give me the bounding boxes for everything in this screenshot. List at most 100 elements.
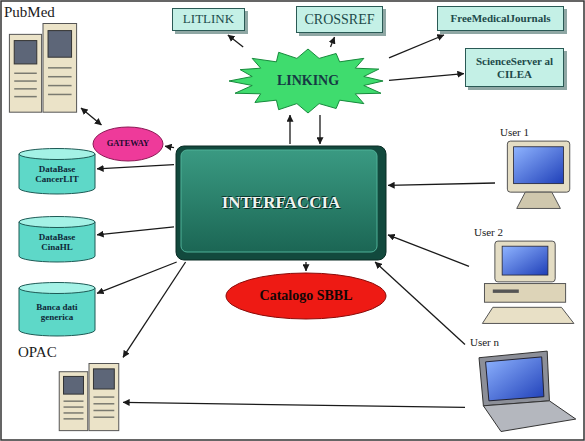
box-face	[173, 9, 245, 31]
connector-arrow	[123, 262, 186, 357]
node-label: ScienceServer al CILEA	[471, 55, 559, 79]
user-laptop-outline	[466, 336, 580, 436]
interface-face	[181, 150, 377, 252]
cylinder-top	[19, 283, 95, 294]
connector-arrow	[389, 74, 464, 81]
database-cylinder: DataBase CinaHL	[18, 216, 96, 262]
server-slot	[48, 94, 72, 96]
connector-arrow	[289, 115, 290, 144]
connector-arrow	[319, 115, 320, 144]
ellipse-face	[226, 273, 386, 319]
box-face	[466, 49, 564, 87]
server-node-outline	[4, 4, 80, 116]
node-label: DataBase CancerLIT	[22, 165, 92, 185]
star-burst	[229, 49, 383, 113]
server-slot	[14, 88, 37, 90]
server-slot	[14, 73, 37, 75]
ellipse-face	[93, 127, 163, 161]
cylinder-top	[19, 149, 95, 160]
server-slot	[93, 416, 114, 418]
box-face	[438, 7, 564, 31]
server-cabinet	[59, 372, 88, 431]
server-node: OPAC	[18, 344, 122, 434]
server-slot	[64, 412, 84, 414]
user-laptop: User n	[466, 336, 580, 436]
server-slot	[48, 67, 72, 69]
laptop-base	[483, 401, 575, 432]
linking-burst: LINKING	[228, 48, 388, 114]
server-panel	[93, 369, 114, 389]
server-slot	[64, 406, 84, 408]
link-box: LITLINK	[172, 8, 248, 34]
node-label: Banca dati generica	[22, 303, 92, 323]
laptop-lid	[479, 351, 549, 406]
connector-arrow	[97, 227, 174, 235]
link-box: FreeMedicalJournals	[437, 6, 567, 34]
node-label: User 2	[474, 226, 503, 238]
server-slot	[14, 80, 37, 82]
node-label: GATEWAY	[107, 139, 150, 148]
link-box: CROSSREF	[296, 6, 386, 36]
server-node: PubMed	[4, 4, 80, 116]
ellipse-node: Catalogo SBBL	[225, 272, 387, 320]
keyboard	[482, 307, 574, 323]
box-face	[297, 7, 383, 33]
server-slot	[48, 76, 72, 78]
connector-arrow	[330, 37, 334, 47]
connector-arrow	[97, 262, 177, 293]
connector-arrow	[388, 235, 469, 266]
interface-box: INTERFACCIA	[175, 145, 387, 261]
cylinder-body	[19, 288, 95, 336]
connector-arrow	[388, 183, 495, 185]
link-box: ScienceServer al CILEA	[465, 48, 567, 90]
connector-arrow	[389, 35, 444, 58]
user-workstation: User 1	[496, 126, 578, 214]
server-slot	[64, 418, 84, 420]
screen	[486, 357, 544, 401]
server-slot	[93, 410, 114, 412]
monitor-case	[495, 241, 555, 282]
node-label: User n	[470, 336, 499, 348]
user-workstation-outline	[496, 126, 578, 214]
interface-shell	[176, 146, 386, 260]
connector-arrow	[81, 108, 101, 125]
node-label: Catalogo SBBL	[260, 288, 353, 303]
connector-arrow	[165, 146, 174, 147]
node-label: LINKING	[277, 73, 339, 88]
drive-slot	[493, 289, 519, 292]
screen	[502, 246, 548, 275]
server-cabinet	[9, 34, 41, 112]
screen	[514, 147, 564, 184]
connector-arrow	[375, 262, 465, 345]
node-label: INTERFACCIA	[222, 194, 341, 213]
connector-arrow	[228, 35, 243, 47]
user-computer: User 2	[470, 226, 578, 328]
server-slot	[93, 396, 114, 398]
server-panel	[64, 376, 84, 394]
connector-arrow	[305, 262, 306, 271]
connector-arrow	[97, 165, 174, 169]
node-label: CROSSREF	[304, 12, 374, 27]
server-slot	[64, 400, 84, 402]
node-label: LITLINK	[183, 12, 234, 26]
database-cylinder: Banca dati generica	[18, 282, 96, 336]
ellipse-node: GATEWAY	[92, 126, 164, 162]
monitor-case	[507, 141, 569, 192]
node-label: User 1	[500, 126, 529, 138]
monitor-stand	[517, 192, 561, 208]
server-cabinet	[89, 364, 119, 431]
server-slot	[93, 403, 114, 405]
server-cabinet	[43, 24, 77, 113]
node-label: OPAC	[18, 344, 57, 361]
user-computer-outline	[470, 226, 578, 328]
database-cylinder: DataBase CancerLIT	[18, 148, 96, 194]
node-label: DataBase CinaHL	[22, 233, 92, 253]
node-label: PubMed	[4, 4, 55, 21]
server-slot	[48, 85, 72, 87]
cylinder-top	[19, 217, 95, 228]
desktop-case	[484, 284, 565, 303]
connector-arrow	[123, 402, 465, 407]
node-label: FreeMedicalJournals	[451, 12, 551, 24]
